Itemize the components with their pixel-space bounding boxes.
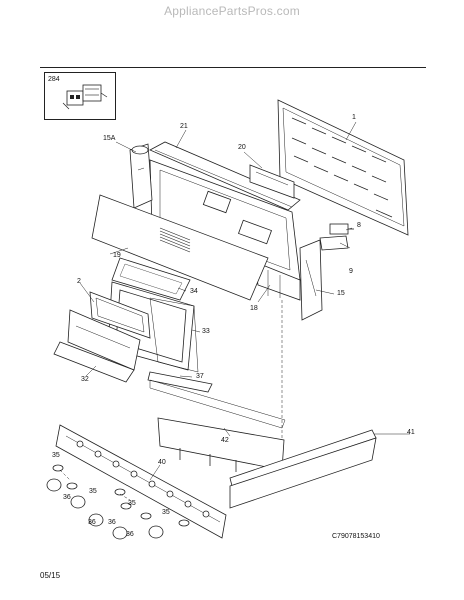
- door-frame-part: [89, 291, 151, 339]
- rear-panel-part: [277, 99, 409, 236]
- callout-2: 2: [77, 278, 81, 285]
- callout-36-c: 36: [108, 519, 116, 526]
- callout-8: 8: [357, 222, 361, 229]
- knobs-group: [46, 464, 190, 540]
- kick-shield-part: [149, 379, 286, 472]
- left-side-trim-part: [129, 143, 153, 209]
- callout-9: 9: [349, 268, 353, 275]
- diagram-code: C79078153410: [332, 533, 380, 540]
- mount-plate-part: [319, 235, 349, 251]
- callout-34: 34: [190, 288, 198, 295]
- callout-36-b: 36: [88, 519, 96, 526]
- callout-20: 20: [238, 144, 246, 151]
- right-side-trim-part: [299, 239, 323, 321]
- callout-1: 1: [352, 114, 356, 121]
- knob-rail-part: [55, 424, 227, 539]
- header-rule: [40, 67, 426, 68]
- callout-21: 21: [180, 123, 188, 130]
- callout-18: 18: [250, 305, 258, 312]
- inset-label: 284: [48, 76, 60, 83]
- switch-part: [329, 223, 354, 235]
- callout-36-d: 36: [126, 531, 134, 538]
- drawer-panel-part: [229, 429, 377, 509]
- callout-32: 32: [81, 376, 89, 383]
- bracket-part: [249, 164, 295, 199]
- callout-40: 40: [158, 459, 166, 466]
- revision-date: 05/15: [40, 571, 61, 580]
- leader-lines: [59, 121, 410, 501]
- top-trim-part: [149, 141, 301, 211]
- callout-37: 37: [196, 373, 204, 380]
- site-watermark: AppliancePartsPros.com: [164, 4, 300, 18]
- insulation-part: [111, 257, 191, 301]
- callout-35-b: 35: [89, 488, 97, 495]
- door-part: [53, 309, 141, 383]
- callout-19: 19: [113, 252, 121, 259]
- callout-35-c: 35: [128, 500, 136, 507]
- callout-42: 42: [221, 437, 229, 444]
- bottom-trim-part: [147, 371, 213, 393]
- control-overlay-part: [91, 194, 269, 301]
- callout-35-a: 35: [52, 452, 60, 459]
- connector-part-drawing: [62, 84, 108, 110]
- callout-15: 15: [337, 290, 345, 297]
- part-inset-box: 284: [44, 72, 116, 120]
- callout-41: 41: [407, 429, 415, 436]
- callout-15a: 15A: [103, 135, 116, 142]
- callout-35-d: 35: [162, 509, 170, 516]
- callout-33: 33: [202, 328, 210, 335]
- callout-36-a: 36: [63, 494, 71, 501]
